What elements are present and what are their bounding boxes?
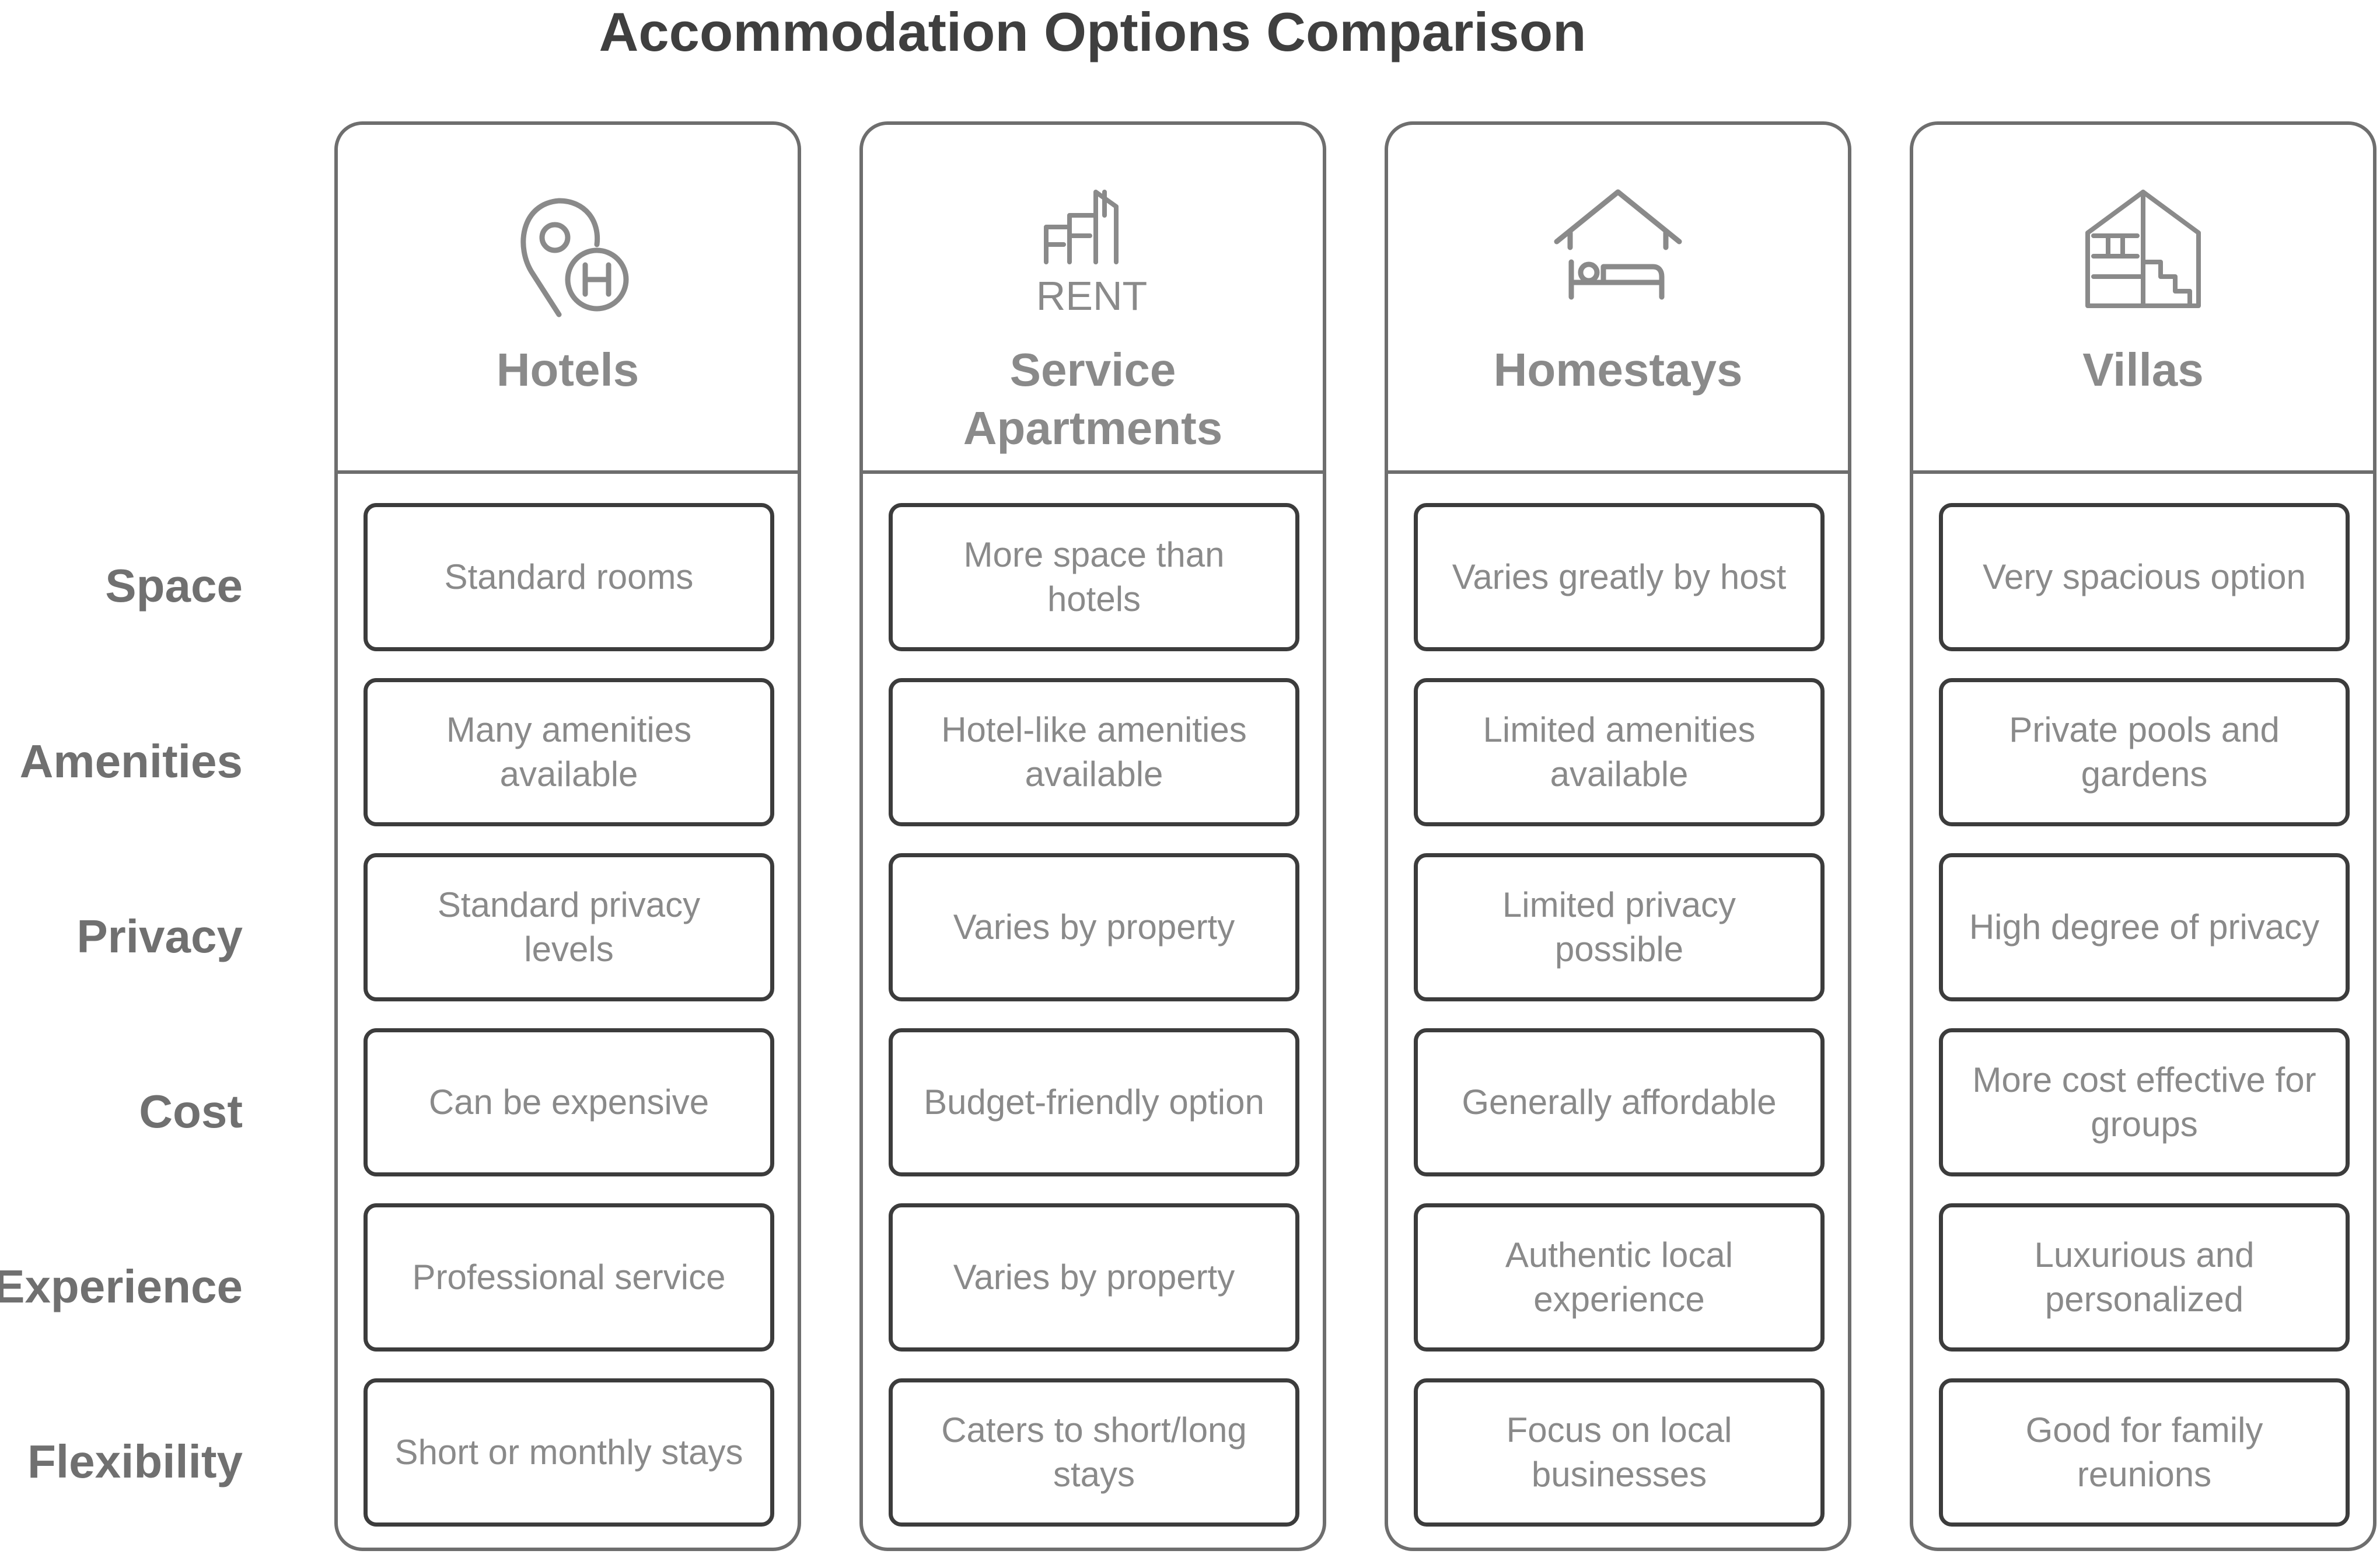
column-homestays: Homestays Varies greatly by host Limited… xyxy=(1385,121,1851,1551)
cell-homestays-amenities: Limited amenities available xyxy=(1414,678,1825,826)
cell-homestays-privacy: Limited privacy possible xyxy=(1414,853,1825,1001)
cell-homestays-cost: Generally affordable xyxy=(1414,1028,1825,1176)
cell-service-apartments-amenities: Hotel-like amenities available xyxy=(889,678,1299,826)
cell-service-apartments-privacy: Varies by property xyxy=(889,853,1299,1001)
column-header: Homestays xyxy=(1388,125,1848,474)
column-villas: Villas Very spacious option Private pool… xyxy=(1910,121,2376,1551)
column-title-villas: Villas xyxy=(2082,344,2204,396)
row-label-cost: Cost xyxy=(139,1085,243,1137)
column-title-homestays: Homestays xyxy=(1493,344,1743,396)
cell-homestays-flexibility: Focus on local businesses xyxy=(1414,1378,1825,1527)
cell-homestays-experience: Authentic local experience xyxy=(1414,1203,1825,1352)
cell-hotels-privacy: Standard privacy levels xyxy=(364,853,774,1001)
column-hotels: Hotels Standard rooms Many amenities ava… xyxy=(334,121,801,1551)
rent-icon-text: RENT xyxy=(1036,273,1148,319)
cell-hotels-flexibility: Short or monthly stays xyxy=(364,1378,774,1527)
row-label-privacy: Privacy xyxy=(76,910,243,962)
cell-villas-amenities: Private pools and gardens xyxy=(1939,678,2350,826)
cell-service-apartments-space: More space than hotels xyxy=(889,503,1299,651)
row-label-experience: Experience xyxy=(0,1260,243,1312)
column-header: Hotels xyxy=(338,125,798,474)
row-label-amenities: Amenities xyxy=(19,735,243,787)
hotel-location-pin-icon xyxy=(498,180,638,320)
villa-house-icon xyxy=(2073,180,2213,320)
column-header: Villas xyxy=(1913,125,2373,474)
cell-villas-flexibility: Good for family reunions xyxy=(1939,1378,2350,1527)
column-title-service-apartments: Service Apartments xyxy=(963,344,1223,454)
column-service-apartments: RENT Service Apartments More space than … xyxy=(859,121,1326,1551)
cell-homestays-space: Varies greatly by host xyxy=(1414,503,1825,651)
cell-villas-space: Very spacious option xyxy=(1939,503,2350,651)
cell-hotels-amenities: Many amenities available xyxy=(364,678,774,826)
cell-villas-privacy: High degree of privacy xyxy=(1939,853,2350,1001)
cell-hotels-space: Standard rooms xyxy=(364,503,774,651)
column-title-hotels: Hotels xyxy=(496,344,639,396)
cell-service-apartments-cost: Budget-friendly option xyxy=(889,1028,1299,1176)
cell-villas-cost: More cost effective for groups xyxy=(1939,1028,2350,1176)
diagram-title: Accommodation Options Comparison xyxy=(599,1,1586,62)
cell-hotels-cost: Can be expensive xyxy=(364,1028,774,1176)
cell-hotels-experience: Professional service xyxy=(364,1203,774,1352)
cell-villas-experience: Luxurious and personalized xyxy=(1939,1203,2350,1352)
column-header: RENT Service Apartments xyxy=(863,125,1323,474)
house-bed-icon xyxy=(1548,180,1688,320)
rent-building-icon: RENT xyxy=(1023,180,1163,320)
cell-service-apartments-experience: Varies by property xyxy=(889,1203,1299,1352)
row-label-space: Space xyxy=(105,560,243,612)
row-label-flexibility: Flexibility xyxy=(27,1436,243,1487)
cell-service-apartments-flexibility: Caters to short/long stays xyxy=(889,1378,1299,1527)
